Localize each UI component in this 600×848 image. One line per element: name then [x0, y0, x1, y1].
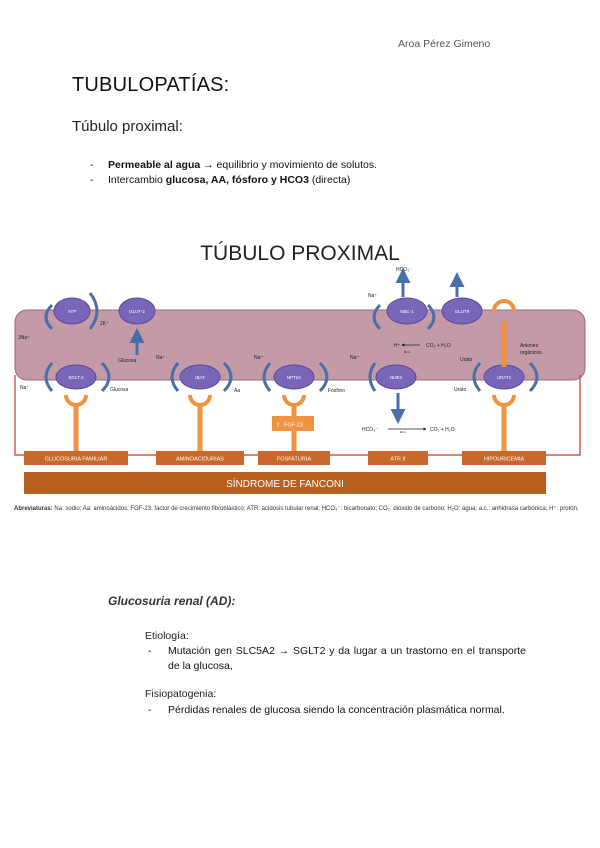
- orange-stems: [73, 321, 507, 453]
- transporter-atp: [53, 297, 91, 325]
- disease-hipouricemia: HIPOURICEMIA: [484, 457, 525, 463]
- fgf23-label: FGF-23: [284, 423, 303, 429]
- fanconi-label: SÍNDROME DE FANCONI: [226, 477, 344, 490]
- disease-boxes: GLUCOSURIA FAMILIAR AMINOACIDURIAS FOSFA…: [24, 451, 546, 465]
- fisiopatogenia-label: Fisiopatogenia:: [145, 688, 217, 700]
- transport-arcs: [44, 292, 539, 393]
- label-urato-top: Urato: [460, 357, 472, 363]
- label-3na: 3Na⁺: [18, 335, 30, 341]
- label-aa: Aa: [234, 388, 240, 394]
- label-npt2a: NPT2A: [287, 375, 302, 380]
- transporter-glut2: [118, 297, 156, 325]
- bullet-bold: glucosa, AA, fósforo y HCO3: [165, 174, 309, 186]
- caption-bold: Abreviaturas:: [14, 506, 53, 512]
- label-glucosa-low: Glucosa: [110, 387, 129, 393]
- bullet-text: (directa): [308, 174, 351, 186]
- reaction-arrows: [388, 343, 427, 431]
- bullet-list: Permeable al agua → equilibrio y movimie…: [90, 158, 530, 188]
- caption-text: Na: sodio; Aa: aminoácidos; FGF-23: fact…: [52, 506, 579, 512]
- page-subtitle: Túbulo proximal:: [72, 118, 183, 135]
- disease-fosfaturia: FOSFATURIA: [277, 457, 311, 463]
- label-h-plus: H⁺: [394, 343, 401, 349]
- fisiopatogenia-text: Pérdidas renales de glucosa siendo la co…: [168, 704, 505, 716]
- label-organicos: orgánicos: [520, 350, 542, 356]
- label-fosforo: Fósforo: [328, 388, 345, 394]
- bullet-item: Permeable al agua → equilibrio y movimie…: [90, 158, 530, 173]
- label-na-nbc1: Na⁺: [368, 293, 377, 299]
- label-glut2: GLUT-2: [129, 309, 145, 314]
- disease-box: [368, 451, 428, 465]
- fanconi-box: [24, 472, 546, 494]
- fgf23-arrow-icon: ⇧: [276, 422, 281, 429]
- label-atp: ATP: [68, 309, 76, 314]
- fisiopatogenia-item: - Pérdidas renales de glucosa siendo la …: [148, 703, 526, 718]
- section-title: Glucosuria renal (AD):: [108, 594, 236, 608]
- page-title: TUBULOPATÍAS:: [72, 74, 230, 96]
- dash: -: [148, 704, 152, 716]
- ion-labels: 3Na⁺ 2K⁺ Glucosa Na⁺ Glucosa Na⁺ Aa Na⁺ …: [18, 267, 542, 434]
- bullet-text: Intercambio: [108, 174, 166, 186]
- bullet-bold: Permeable al agua: [108, 159, 201, 171]
- label-2k: 2K⁺: [100, 321, 109, 327]
- etiologia-label: Etiología:: [145, 630, 189, 642]
- label-co2-h2o-top: CO₂ + H₂O: [426, 343, 451, 349]
- disease-box: [24, 451, 128, 465]
- diagram-title: TÚBULO PROXIMAL: [200, 242, 400, 265]
- label-aniones: Aniones: [520, 343, 539, 349]
- disease-aminoacidurias: AMINOACIDURIAS: [176, 457, 224, 463]
- disease-box: [462, 451, 546, 465]
- transporter-glut9: [441, 297, 483, 325]
- label-sglt2: SGLT-2: [68, 375, 84, 380]
- disease-glucosuria: GLUCOSURIA FAMILIAR: [45, 457, 108, 463]
- label-co2-h2o-bottom: CO₂ + H₂O: [430, 427, 455, 433]
- disease-atr2: ATR II: [390, 457, 406, 463]
- label-hco3-top: HCO₃⁻: [396, 267, 412, 273]
- label-urat1: URAT1: [497, 375, 512, 380]
- transporter-proteins: [53, 297, 525, 390]
- label-glucosa-up: Glucosa: [118, 358, 137, 364]
- flow-arrows: [129, 268, 465, 424]
- label-rbat: rBAT: [195, 375, 205, 380]
- etiologia-text: Mutación gen SLC5A2 → SGLT2 y da lugar a…: [168, 645, 526, 672]
- label-hco3-bottom: HCO₃⁻: [362, 427, 378, 433]
- etiologia-item: - Mutación gen SLC5A2 → SGLT2 y da lugar…: [148, 644, 526, 674]
- label-na-npt2a: Na⁺: [254, 355, 263, 361]
- transporter-labels: ATP GLUT-2 NBC-1 GLUT9 SGLT-2 rBAT NPT2A…: [68, 309, 512, 380]
- transporter-nbc1: [386, 297, 428, 325]
- disease-box: [156, 451, 244, 465]
- dash: -: [148, 645, 152, 657]
- disease-box: [258, 451, 330, 465]
- proximal-tubule-diagram: TÚBULO PROXIMAL ATP GLUT-2 NBC-1 GLUT9 S…: [14, 242, 586, 494]
- bullet-item: Intercambio glucosa, AA, fósforo y HCO3 …: [90, 173, 530, 188]
- label-na-sglt2: Na⁺: [20, 385, 29, 391]
- transporter-sglt2: [55, 364, 97, 390]
- label-na-rbat: Na⁺: [156, 355, 165, 361]
- label-nhe3: NHE3: [390, 375, 403, 380]
- fgf23-box: [272, 416, 314, 431]
- transporter-nhe3: [375, 364, 417, 390]
- bullet-text: → equilibrio y movimiento de solutos.: [200, 159, 378, 171]
- label-glut9: GLUT9: [455, 309, 470, 314]
- label-ac-bottom: a.c.: [400, 429, 406, 434]
- label-nbc1: NBC-1: [400, 309, 414, 314]
- label-urato-low: Urato: [454, 387, 466, 393]
- transporter-npt2a: [273, 364, 315, 390]
- author-name: Aroa Pérez Gimeno: [398, 38, 491, 50]
- label-ac-top: a.c.: [404, 349, 410, 354]
- transporter-rbat: [179, 364, 221, 390]
- figure-caption: Abreviaturas: Na: sodio; Aa: aminoácidos…: [14, 505, 580, 514]
- label-na-nhe3: Na⁺: [350, 355, 359, 361]
